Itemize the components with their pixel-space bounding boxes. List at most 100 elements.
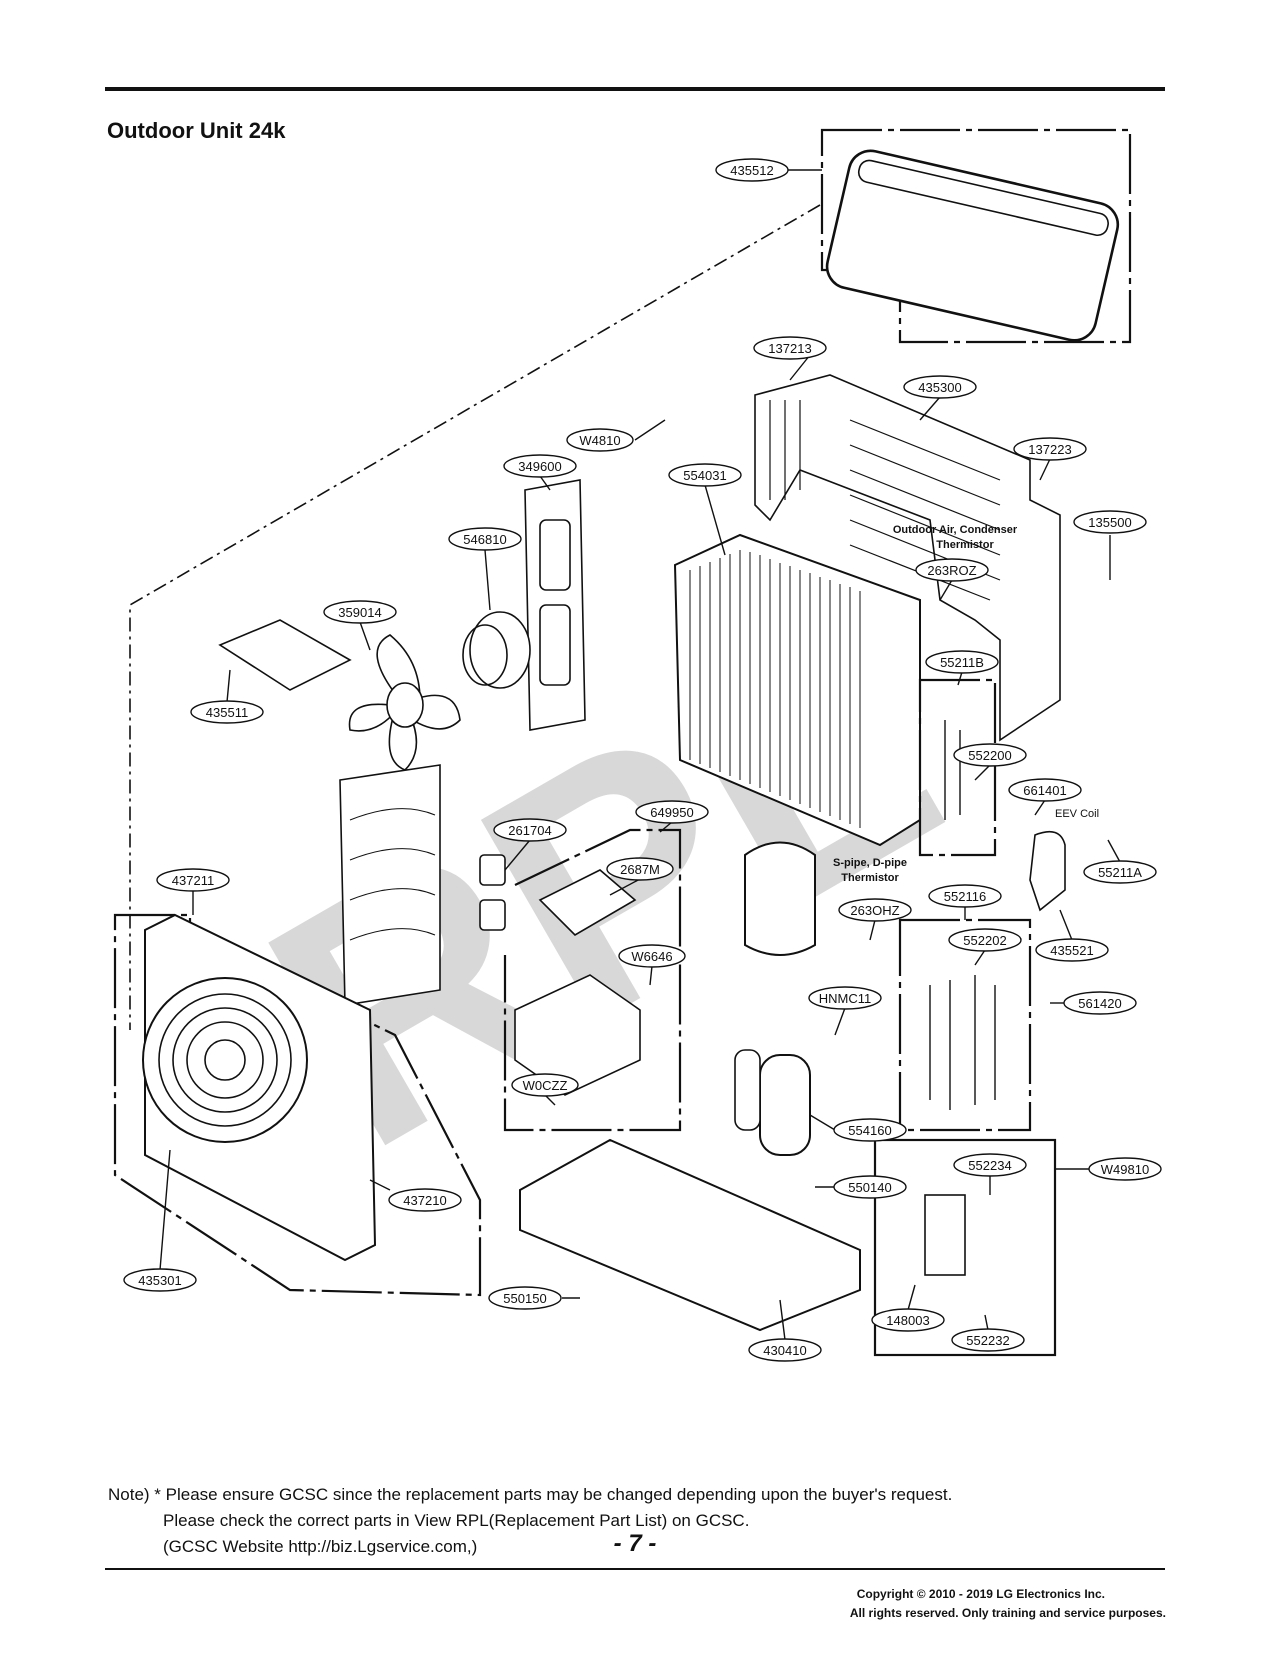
svg-text:649950: 649950 (650, 805, 693, 820)
base-pan (519, 1138, 861, 1332)
svg-text:55211A: 55211A (1098, 865, 1142, 880)
callout-550140: 550140 (815, 1175, 907, 1199)
callout-263ROZ: 263ROZ (915, 558, 989, 601)
svg-text:HNMC11: HNMC11 (819, 991, 872, 1006)
svg-text:435512: 435512 (730, 163, 773, 178)
svg-text:554031: 554031 (683, 468, 726, 483)
callout-W49810: W49810 (1055, 1157, 1162, 1181)
top-rule (105, 87, 1165, 91)
svg-text:435301: 435301 (138, 1273, 181, 1288)
page-title: Outdoor Unit 24k (107, 118, 286, 143)
svg-text:550150: 550150 (503, 1291, 546, 1306)
svg-text:546810: 546810 (463, 532, 506, 547)
svg-text:435521: 435521 (1050, 943, 1093, 958)
callout-W6646: W6646 (618, 944, 686, 986)
svg-text:W4810: W4810 (579, 433, 620, 448)
svg-text:359014: 359014 (338, 605, 381, 620)
control-box (514, 974, 641, 1096)
pcb (538, 869, 637, 937)
note-line-3: (GCSC Website http://biz.Lgservice.com,) (163, 1537, 478, 1556)
annotation-outdoor-thermistor-2: Thermistor (936, 539, 994, 551)
callout-labels: 435512 137213 435300 W4810 349600 554031… (123, 158, 1162, 1362)
svg-text:430410: 430410 (763, 1343, 806, 1358)
callout-263OHZ: 263OHZ (838, 898, 912, 941)
assembly-outline (129, 204, 821, 1030)
reactor-1 (479, 854, 506, 886)
callout-554160: 554160 (809, 1114, 907, 1142)
svg-text:W0CZZ: W0CZZ (523, 1078, 568, 1093)
callout-550150: 550150 (488, 1286, 580, 1310)
bottom-rule (105, 1568, 1165, 1570)
copyright-line-1: Copyright © 2010 - 2019 LG Electronics I… (856, 1587, 1105, 1601)
annotation-eev-coil: EEV Coil (1055, 808, 1099, 820)
svg-text:W49810: W49810 (1101, 1162, 1149, 1177)
callout-435301: 435301 (123, 1149, 197, 1292)
callout-554031: 554031 (668, 463, 742, 556)
callout-55211B: 55211B (925, 650, 999, 686)
callout-552116: 552116 (928, 884, 1002, 920)
callout-649950: 649950 (635, 800, 709, 833)
svg-text:661401: 661401 (1023, 783, 1066, 798)
callout-561420: 561420 (1050, 991, 1137, 1015)
svg-text:552232: 552232 (966, 1333, 1009, 1348)
svg-text:263OHZ: 263OHZ (850, 903, 899, 918)
annotation-pipe-thermistor-2: Thermistor (841, 872, 899, 884)
callout-359014: 359014 (323, 600, 397, 651)
copyright-line-2: All rights reserved. Only training and s… (849, 1606, 1166, 1620)
callout-HNMC11: HNMC11 (808, 986, 882, 1036)
top-cover (825, 149, 1120, 342)
annotation-outdoor-thermistor-1: Outdoor Air, Condenser (893, 524, 1018, 536)
callout-435511: 435511 (190, 669, 264, 724)
top-cover-frame (820, 128, 1132, 344)
callout-W4810: W4810 (566, 419, 666, 452)
note-line-1: Note) * Please ensure GCSC since the rep… (108, 1485, 953, 1504)
callout-435512: 435512 (715, 158, 822, 182)
svg-text:435511: 435511 (206, 705, 248, 720)
callout-546810: 546810 (448, 527, 522, 611)
svg-text:148003: 148003 (886, 1313, 929, 1328)
callout-552200: 552200 (953, 743, 1027, 781)
control-cover (218, 619, 352, 691)
compressor-blanket (744, 841, 816, 956)
callout-430410: 430410 (748, 1299, 822, 1362)
callout-437210: 437210 (369, 1179, 462, 1212)
valve-plate (924, 1194, 966, 1276)
svg-text:552200: 552200 (968, 748, 1011, 763)
eev-frame (918, 678, 997, 857)
svg-text:W6646: W6646 (631, 949, 672, 964)
svg-text:55211B: 55211B (940, 655, 984, 670)
callout-137213: 137213 (753, 336, 827, 381)
annotation-pipe-thermistor-1: S-pipe, D-pipe (833, 857, 907, 869)
callout-661401: 661401 (1008, 778, 1082, 816)
service-valve-frame (873, 1138, 1057, 1357)
fan-motor (469, 611, 531, 689)
svg-text:437210: 437210 (403, 1193, 446, 1208)
callout-435300: 435300 (903, 375, 977, 421)
svg-text:437211: 437211 (172, 873, 214, 888)
callout-55211A: 55211A (1083, 839, 1157, 884)
note-line-2: Please check the correct parts in View R… (163, 1511, 750, 1530)
svg-text:552116: 552116 (944, 889, 986, 904)
svg-text:349600: 349600 (518, 459, 561, 474)
callout-437211: 437211 (156, 868, 230, 915)
callout-552202: 552202 (948, 928, 1022, 966)
svg-text:552202: 552202 (963, 933, 1006, 948)
callout-435521: 435521 (1035, 909, 1109, 962)
piping-box-frame (898, 918, 1032, 1132)
svg-text:137223: 137223 (1028, 442, 1071, 457)
callout-552232: 552232 (951, 1314, 1025, 1352)
callout-552234: 552234 (953, 1153, 1027, 1195)
callout-W0CZZ: W0CZZ (511, 1073, 579, 1106)
compressor (759, 1054, 811, 1156)
propeller-fan (348, 634, 461, 771)
side-frame-panel (754, 374, 1061, 742)
svg-text:561420: 561420 (1078, 996, 1121, 1011)
svg-text:263ROZ: 263ROZ (927, 563, 976, 578)
callout-349600: 349600 (503, 454, 577, 491)
callout-135500: 135500 (1073, 510, 1147, 580)
svg-text:550140: 550140 (848, 1180, 891, 1195)
svg-text:552234: 552234 (968, 1158, 1011, 1173)
svg-text:137213: 137213 (768, 341, 811, 356)
control-box-frame (503, 828, 682, 1132)
